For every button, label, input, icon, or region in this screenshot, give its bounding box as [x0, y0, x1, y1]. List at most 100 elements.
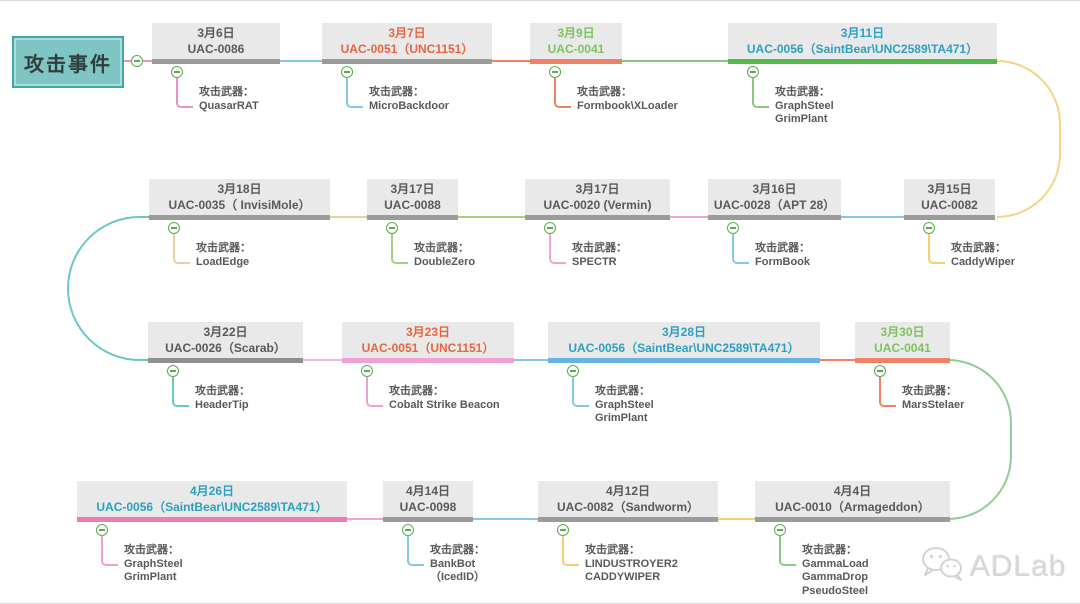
- timeline-connector: [473, 518, 538, 520]
- event-code: UAC-0088: [384, 198, 441, 212]
- event-code: UAC-0026（Scarab）: [165, 341, 286, 355]
- watermark-text: ADLab: [970, 549, 1067, 583]
- root-event-box[interactable]: 攻击事件: [12, 36, 124, 88]
- collapse-minus-icon[interactable]: [557, 524, 569, 536]
- collapse-minus-icon[interactable]: [874, 365, 886, 377]
- event-date: 3月30日: [880, 325, 925, 339]
- weapon-branch-line: [391, 234, 408, 264]
- collapse-minus-icon[interactable]: [168, 222, 180, 234]
- weapon-prefix: 攻击武器：: [755, 242, 810, 254]
- collapse-minus-icon[interactable]: [727, 222, 739, 234]
- event-card[interactable]: 4月4日 UAC-0010（Armageddon）: [755, 481, 950, 522]
- event-date: 3月9日: [557, 26, 595, 40]
- weapon-branch-line: [101, 536, 118, 566]
- event-code: UAC-0086: [187, 42, 245, 56]
- event-card[interactable]: 3月16日 UAC-0028（APT 28）: [708, 179, 841, 220]
- weapon-prefix: 攻击武器：: [577, 86, 632, 98]
- collapse-minus-icon[interactable]: [774, 524, 786, 536]
- weapon-names: DoubleZero: [414, 255, 476, 268]
- event-date: 4月26日: [189, 484, 234, 498]
- event-code: UAC-0010（Armageddon）: [775, 500, 930, 514]
- collapse-minus-icon[interactable]: [567, 365, 579, 377]
- collapse-minus-icon[interactable]: [167, 365, 179, 377]
- weapon-prefix: 攻击武器：: [572, 242, 627, 254]
- event-code: UAC-0098: [399, 500, 457, 514]
- event-date: 4月4日: [833, 484, 872, 498]
- weapon-prefix: 攻击武器：: [902, 385, 957, 397]
- collapse-minus-icon[interactable]: [923, 222, 935, 234]
- weapon-label: 攻击武器：CaddyWiper: [951, 242, 1080, 269]
- event-card[interactable]: 3月17日 UAC-0088: [367, 179, 458, 220]
- weapon-label: 攻击武器：QuasarRAT: [199, 86, 369, 113]
- node-mar17-uac-0088: 3月17日 UAC-0088 攻击武器：DoubleZero: [367, 179, 475, 268]
- timeline-connector: [280, 60, 322, 62]
- event-card[interactable]: 3月9日 UAC-0041: [530, 23, 622, 64]
- weapon-prefix: 攻击武器：: [124, 544, 179, 556]
- event-code: UAC-0020 (Vermin): [543, 198, 652, 212]
- root-event-label: 攻击事件: [24, 53, 112, 76]
- weapon-names: LoadEdge: [196, 255, 250, 268]
- event-code: UAC-0028（APT 28）: [713, 198, 836, 212]
- weapon-names: HeaderTip: [195, 398, 249, 411]
- weapon-label: 攻击武器：MicroBackdoor: [369, 86, 539, 113]
- event-date: 3月17日: [390, 182, 435, 196]
- weapon-branch-line: [172, 377, 189, 407]
- collapse-minus-icon[interactable]: [361, 365, 373, 377]
- weapon-label: 攻击武器：DoubleZero: [414, 242, 584, 269]
- collapse-minus-icon[interactable]: [402, 524, 414, 536]
- weapon-branch-line: [732, 234, 749, 264]
- root-collapse-minus-icon[interactable]: [131, 55, 143, 67]
- weapon-branch-line: [879, 377, 896, 407]
- timeline-connector: [458, 216, 525, 218]
- event-date: 3月6日: [197, 26, 235, 40]
- weapon-branch-line: [554, 78, 571, 108]
- weapon-names: SPECTR: [572, 255, 617, 268]
- collapse-minus-icon[interactable]: [386, 222, 398, 234]
- weapon-label: 攻击武器：LoadEdge: [196, 242, 366, 269]
- weapon-branch-line: [176, 78, 193, 108]
- weapon-names: Cobalt Strike Beacon: [389, 398, 500, 411]
- collapse-minus-icon[interactable]: [171, 66, 183, 78]
- event-code: UAC-0041: [547, 42, 605, 56]
- event-date: 3月11日: [840, 26, 885, 40]
- weapon-label: 攻击武器：Cobalt Strike Beacon: [389, 385, 569, 412]
- collapse-minus-icon[interactable]: [341, 66, 353, 78]
- event-card[interactable]: 3月6日 UAC-0086: [152, 23, 280, 64]
- collapse-minus-icon[interactable]: [549, 66, 561, 78]
- timeline-connector: [514, 359, 548, 361]
- weapon-label: 攻击武器：GraphSteel GrimPlant: [595, 385, 765, 426]
- collapse-minus-icon[interactable]: [544, 222, 556, 234]
- weapon-names: GammaLoad GammaDrop PseudoSteel: [802, 557, 869, 597]
- event-date: 3月16日: [752, 182, 797, 196]
- collapse-minus-icon[interactable]: [96, 524, 108, 536]
- collapse-minus-icon[interactable]: [747, 66, 759, 78]
- weapon-prefix: 攻击武器：: [414, 242, 469, 254]
- event-card-text: 3月9日 UAC-0041: [548, 25, 605, 57]
- timeline-connector: [347, 518, 383, 520]
